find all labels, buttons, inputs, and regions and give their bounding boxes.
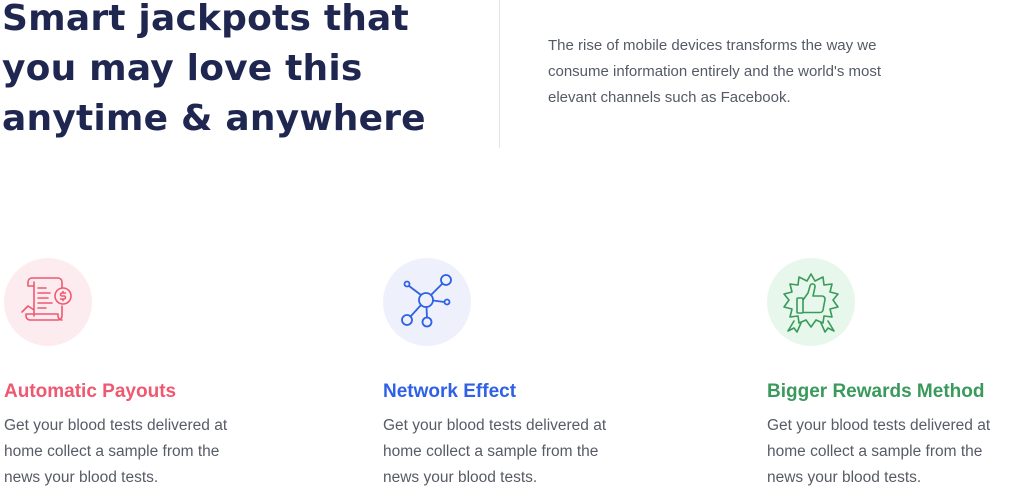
- network-icon: [401, 274, 452, 328]
- feature-card-network-effect: Network Effect Get your blood tests deli…: [383, 258, 653, 491]
- hero-description: The rise of mobile devices transforms th…: [548, 33, 988, 111]
- feature-description-line: home collect a sample from the: [767, 443, 983, 460]
- invoice-payout-icon: [21, 277, 72, 321]
- feature-description-line: Get your blood tests delivered at: [383, 417, 607, 434]
- feature-description-line: news your blood tests.: [767, 469, 922, 486]
- feature-description-line: home collect a sample from the: [4, 443, 220, 460]
- feature-description-line: Get your blood tests delivered at: [767, 417, 991, 434]
- hero-title-line: Smart jackpots that: [2, 0, 409, 39]
- hero-description-line: The rise of mobile devices transforms th…: [548, 37, 877, 54]
- hero-title-line: anytime & anywhere: [2, 98, 426, 139]
- feature-title: Network Effect: [383, 381, 517, 402]
- feature-card-bigger-rewards: Bigger Rewards Method Get your blood tes…: [767, 258, 1027, 491]
- thumbs-up-badge-icon: [783, 273, 839, 333]
- feature-icon-circle: [767, 258, 855, 346]
- hero-title: Smart jackpots that you may love this an…: [2, 0, 426, 144]
- feature-title: Automatic Payouts: [4, 381, 177, 402]
- feature-description-line: Get your blood tests delivered at: [4, 417, 228, 434]
- feature-description: Get your blood tests delivered at home c…: [4, 413, 274, 491]
- vertical-divider: [499, 0, 500, 148]
- hero-title-line: you may love this: [2, 48, 363, 89]
- feature-description-line: home collect a sample from the: [383, 443, 599, 460]
- feature-description: Get your blood tests delivered at home c…: [383, 413, 653, 491]
- feature-icon-circle: [4, 258, 92, 346]
- hero-description-line: elevant channels such as Facebook.: [548, 89, 791, 106]
- hero-description-line: consume information entirely and the wor…: [548, 63, 882, 80]
- feature-title: Bigger Rewards Method: [767, 381, 985, 402]
- feature-icon-circle: [383, 258, 471, 346]
- feature-description: Get your blood tests delivered at home c…: [767, 413, 1027, 491]
- feature-card-automatic-payouts: Automatic Payouts Get your blood tests d…: [4, 258, 274, 491]
- feature-description-line: news your blood tests.: [4, 469, 159, 486]
- feature-description-line: news your blood tests.: [383, 469, 538, 486]
